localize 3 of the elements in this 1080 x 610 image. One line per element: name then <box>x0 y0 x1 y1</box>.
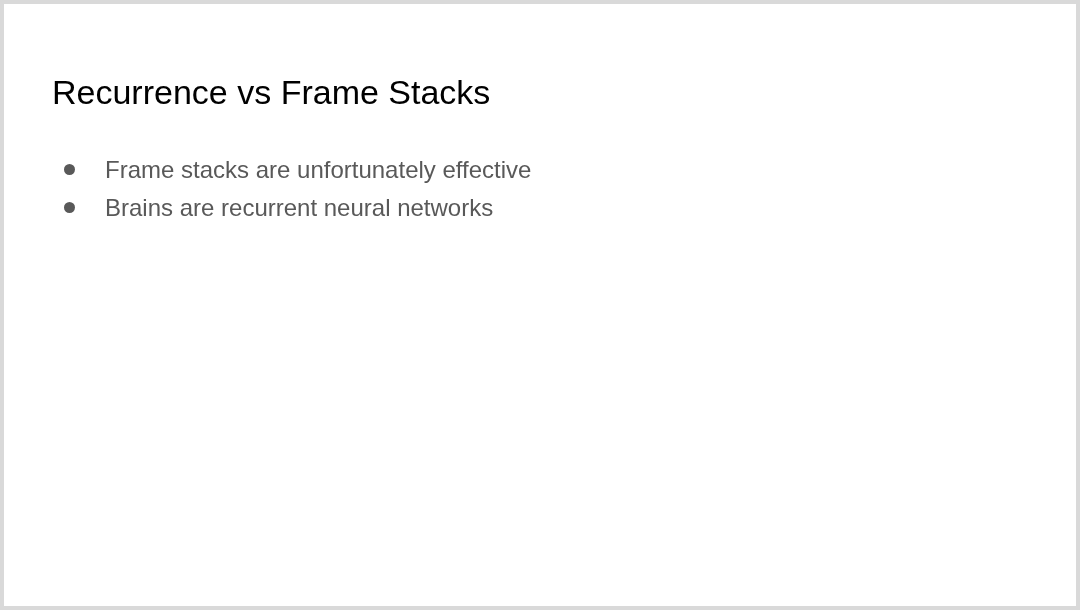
bullet-text: Brains are recurrent neural networks <box>105 194 494 221</box>
bullet-text: Frame stacks are unfortunately effective <box>105 156 532 183</box>
slide-title: Recurrence vs Frame Stacks <box>52 72 491 112</box>
